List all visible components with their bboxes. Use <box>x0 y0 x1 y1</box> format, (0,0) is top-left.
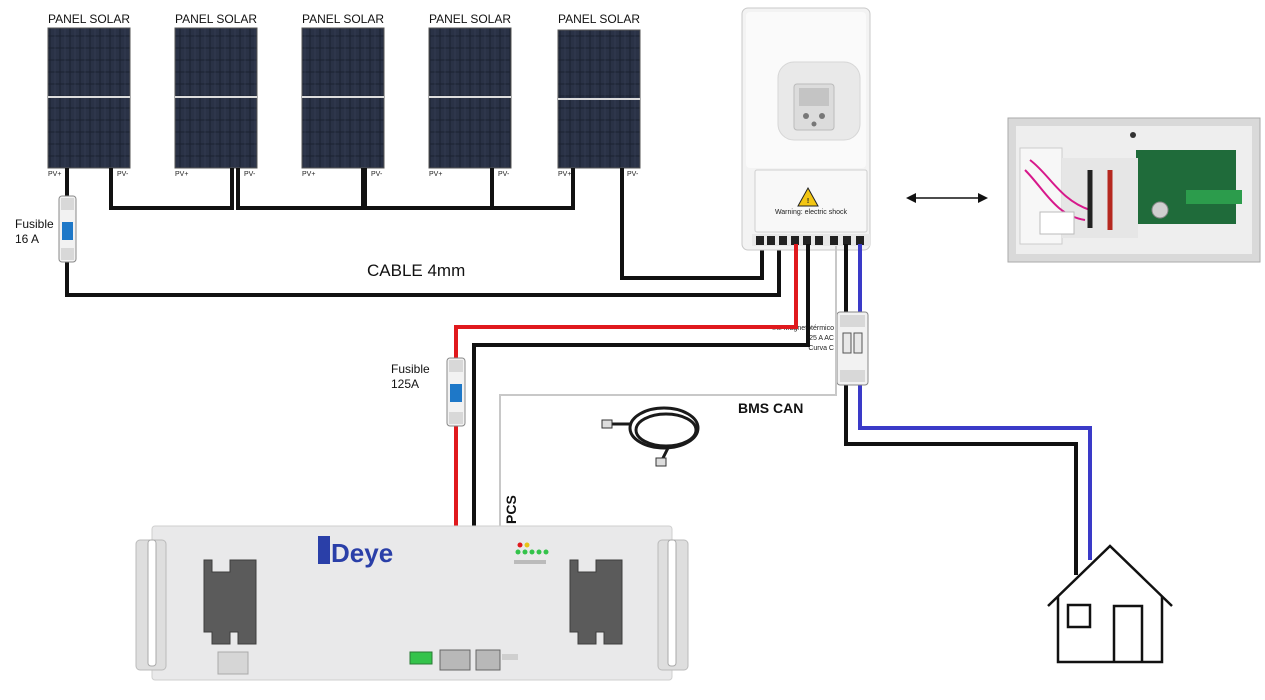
svg-text:!: ! <box>807 198 809 205</box>
solar-panel-3: PANEL SOLAR PV+ PV- <box>301 12 385 178</box>
panel-pv-plus: PV+ <box>48 171 61 178</box>
hybrid-inverter: ! Warning: electric shock <box>741 7 871 251</box>
pcs-label: PCS <box>503 495 519 524</box>
panel-pv-plus: PV+ <box>429 171 442 178</box>
ac-breaker: Int. Magnetotérmico 25 A AC Curva C <box>772 311 869 386</box>
battery-fuse: Fusible 125A <box>391 357 466 427</box>
panel-pv-minus: PV- <box>117 171 129 178</box>
panel-pv-minus: PV- <box>244 171 256 178</box>
panel-label: PANEL SOLAR <box>302 12 384 26</box>
brand-logo: Deye <box>331 538 393 568</box>
breaker-label-line2: 25 A AC <box>809 335 834 342</box>
status-leds <box>515 542 549 555</box>
breaker-label-line3: Curva C <box>808 345 834 352</box>
ac-cables <box>844 244 1092 575</box>
network-cable-icon <box>601 406 700 467</box>
panel-pv-plus: PV+ <box>175 171 188 178</box>
pv-fuse: Fusible 16 A <box>15 195 77 263</box>
pv-fuse-label-line1: Fusible <box>15 217 54 231</box>
pv-series-cables <box>65 168 781 297</box>
battery-module: Deye <box>135 525 689 681</box>
panel-pv-plus: PV+ <box>302 171 315 178</box>
solar-panel-4: PANEL SOLAR PV+ PV- <box>428 12 512 178</box>
solar-panel-5: PANEL SOLAR PV+ PV- <box>557 12 641 178</box>
panel-label: PANEL SOLAR <box>429 12 511 26</box>
house-icon <box>1047 544 1173 664</box>
panel-pv-minus: PV- <box>371 171 383 178</box>
pv-fuse-label-line2: 16 A <box>15 232 39 246</box>
solar-panel-2: PANEL SOLAR PV+ PV- <box>174 12 258 178</box>
brand-logo-mark <box>318 536 330 564</box>
solar-panel-1: PANEL SOLAR PV+ PV- <box>47 12 131 178</box>
bms-can-label: BMS CAN <box>738 400 803 416</box>
panel-pv-minus: PV- <box>627 171 639 178</box>
inverter-warning-label: Warning: electric shock <box>775 209 848 216</box>
panel-label: PANEL SOLAR <box>175 12 257 26</box>
cable-label: CABLE 4mm <box>367 261 465 280</box>
inverter-wiring-box-photo <box>1007 117 1261 263</box>
panel-label: PANEL SOLAR <box>48 12 130 26</box>
battery-fuse-label-line2: 125A <box>391 377 419 391</box>
panel-pv-plus: PV+ <box>558 171 571 178</box>
battery-fuse-label-line1: Fusible <box>391 362 430 376</box>
panel-label: PANEL SOLAR <box>558 12 640 26</box>
breaker-label-line1: Int. Magnetotérmico <box>772 325 834 332</box>
panel-pv-minus: PV- <box>498 171 510 178</box>
